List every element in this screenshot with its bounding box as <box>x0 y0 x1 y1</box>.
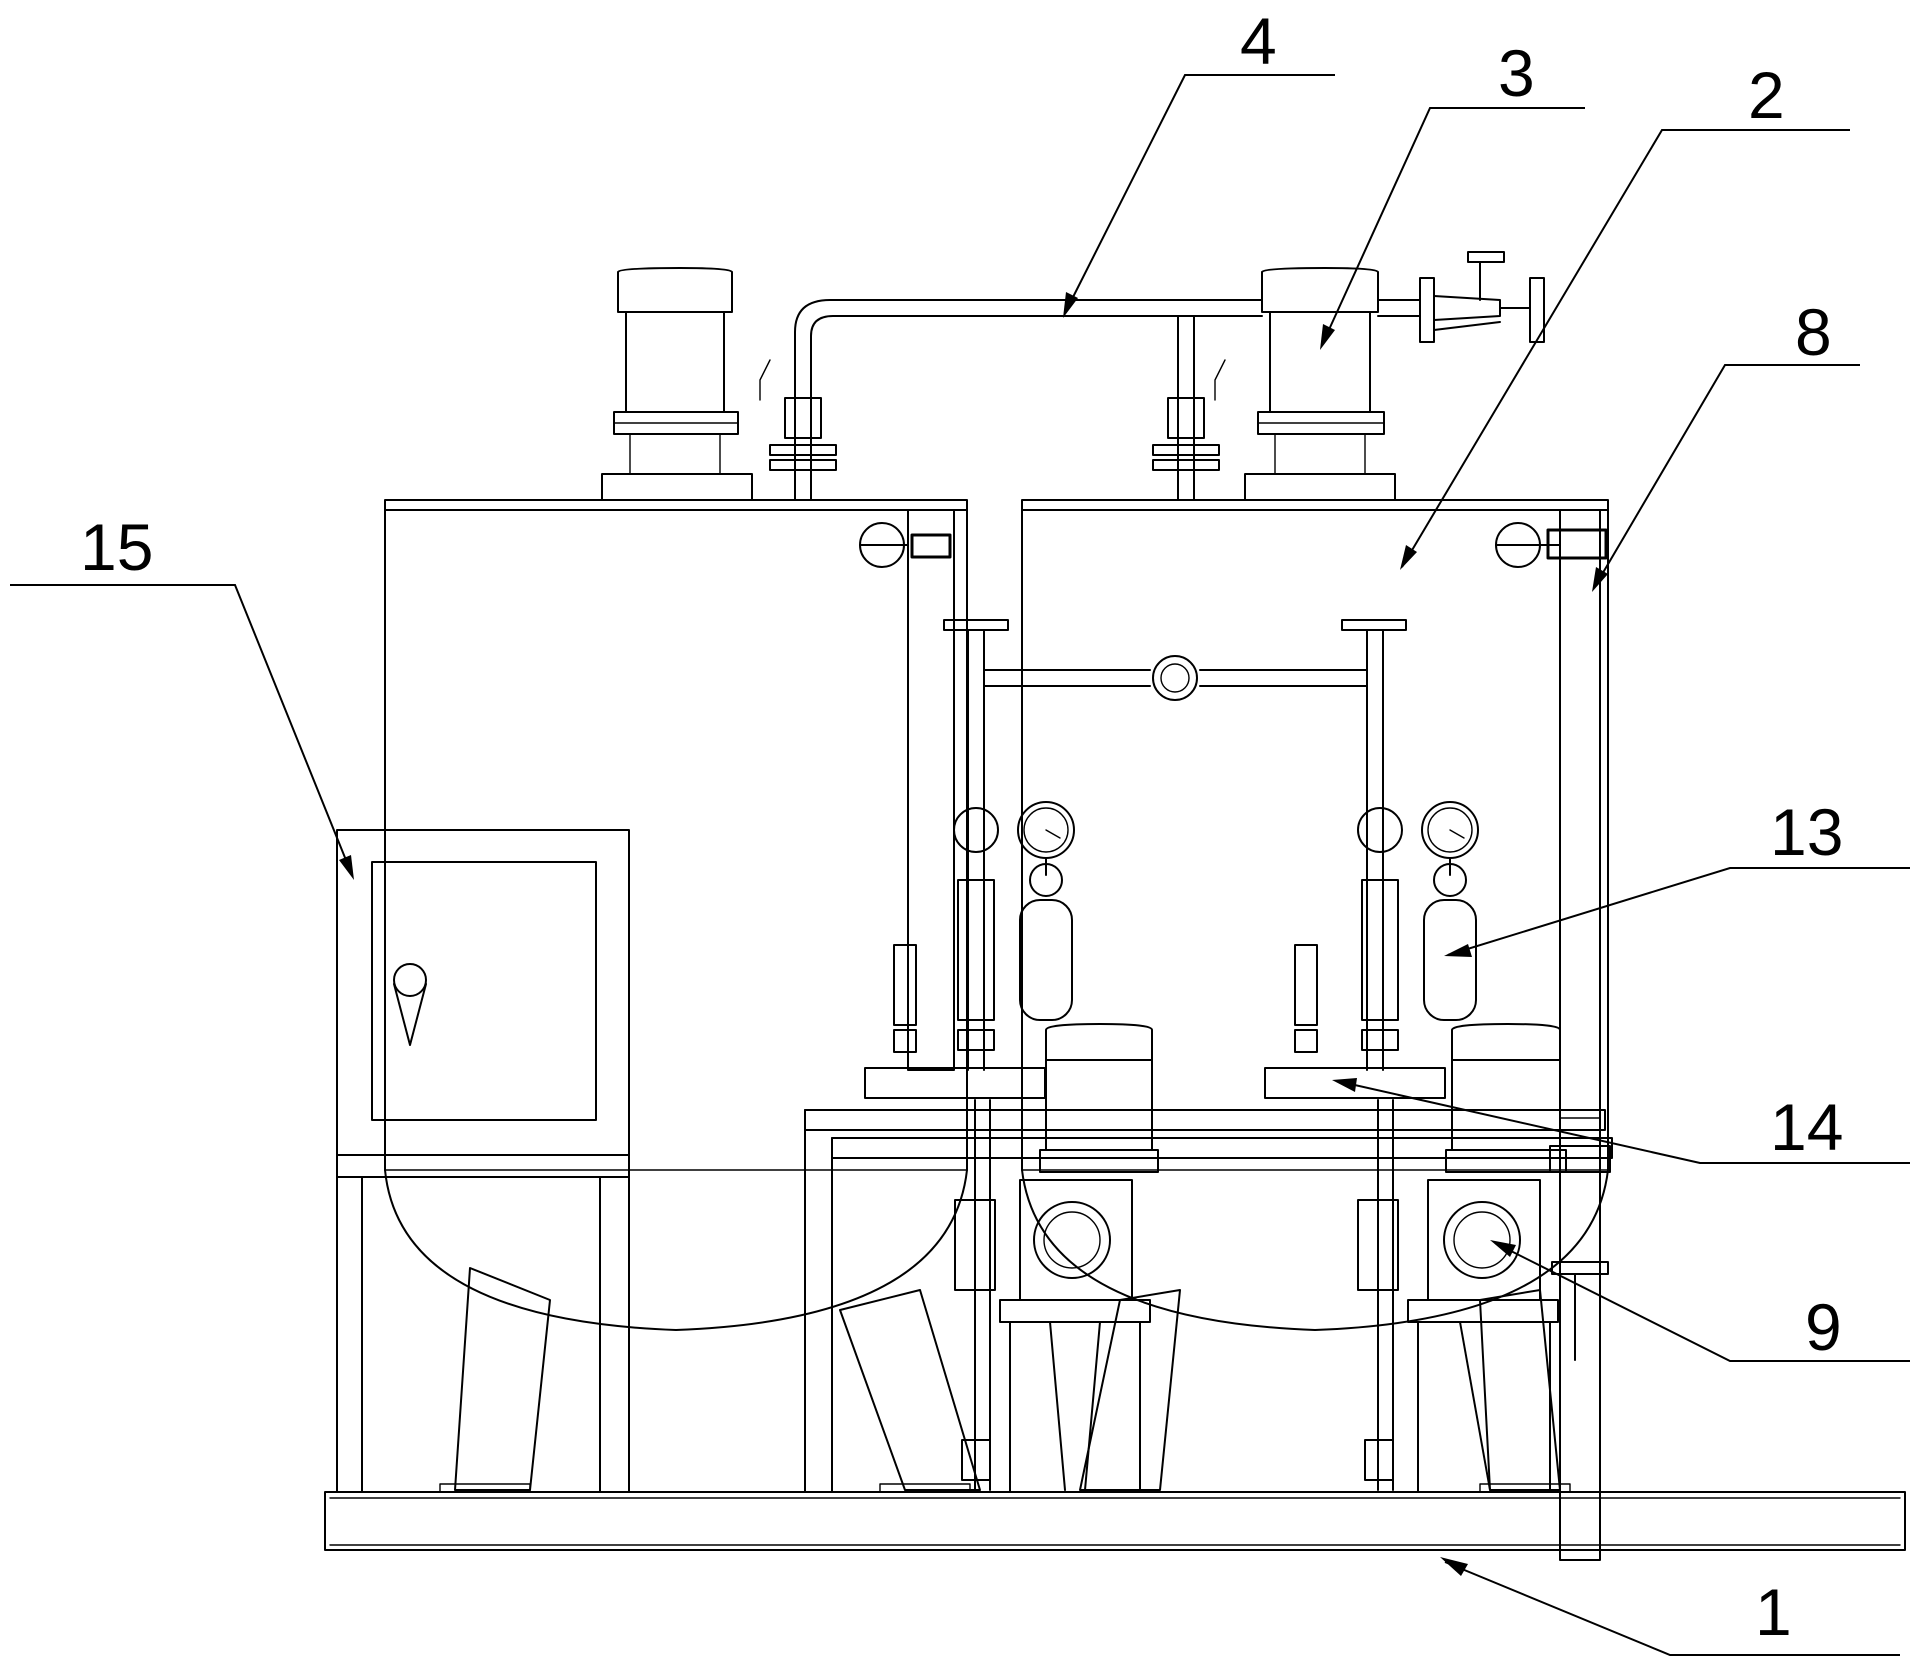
manifold-pipe <box>943 619 1407 1071</box>
right-pump <box>1407 1023 1567 1493</box>
leader-4 <box>1064 74 1335 314</box>
leader-2 <box>1401 129 1850 568</box>
part-labels: 1 2 3 4 8 9 13 14 15 <box>80 4 1843 1649</box>
right-level-gauge <box>1495 509 1611 1561</box>
label-2: 2 <box>1748 58 1785 132</box>
left-pump <box>999 1023 1159 1493</box>
label-13: 13 <box>1770 795 1843 869</box>
outlet-flange <box>1377 251 1545 343</box>
leader-lines <box>10 74 1910 1656</box>
leader-9 <box>1494 1242 1910 1362</box>
right-pressure-assembly <box>1357 801 1479 1051</box>
label-8: 8 <box>1795 295 1832 369</box>
base-frame <box>324 1491 1906 1551</box>
leader-1 <box>1444 1561 1900 1656</box>
leader-13 <box>1447 867 1910 956</box>
label-1: 1 <box>1755 1575 1792 1649</box>
left-tank <box>384 499 981 1493</box>
left-top-motor <box>601 267 753 501</box>
top-pipe <box>759 299 1263 501</box>
leader-3 <box>1321 107 1585 346</box>
outlet-headers <box>804 1067 1613 1493</box>
right-tank <box>1021 499 1609 1493</box>
label-14: 14 <box>1770 1090 1843 1164</box>
left-pressure-assembly <box>953 801 1075 1051</box>
sensors <box>893 944 1318 1053</box>
label-3: 3 <box>1498 36 1535 110</box>
leader-15 <box>10 584 353 876</box>
label-4: 4 <box>1240 4 1277 78</box>
left-level-gauge <box>859 509 955 1071</box>
label-9: 9 <box>1805 1290 1842 1364</box>
right-top-motor <box>1244 267 1396 501</box>
control-cabinet <box>336 829 630 1493</box>
label-15: 15 <box>80 510 153 584</box>
leader-8 <box>1593 364 1860 589</box>
leader-14 <box>1336 1080 1910 1164</box>
bottom-valves <box>954 1199 1399 1481</box>
